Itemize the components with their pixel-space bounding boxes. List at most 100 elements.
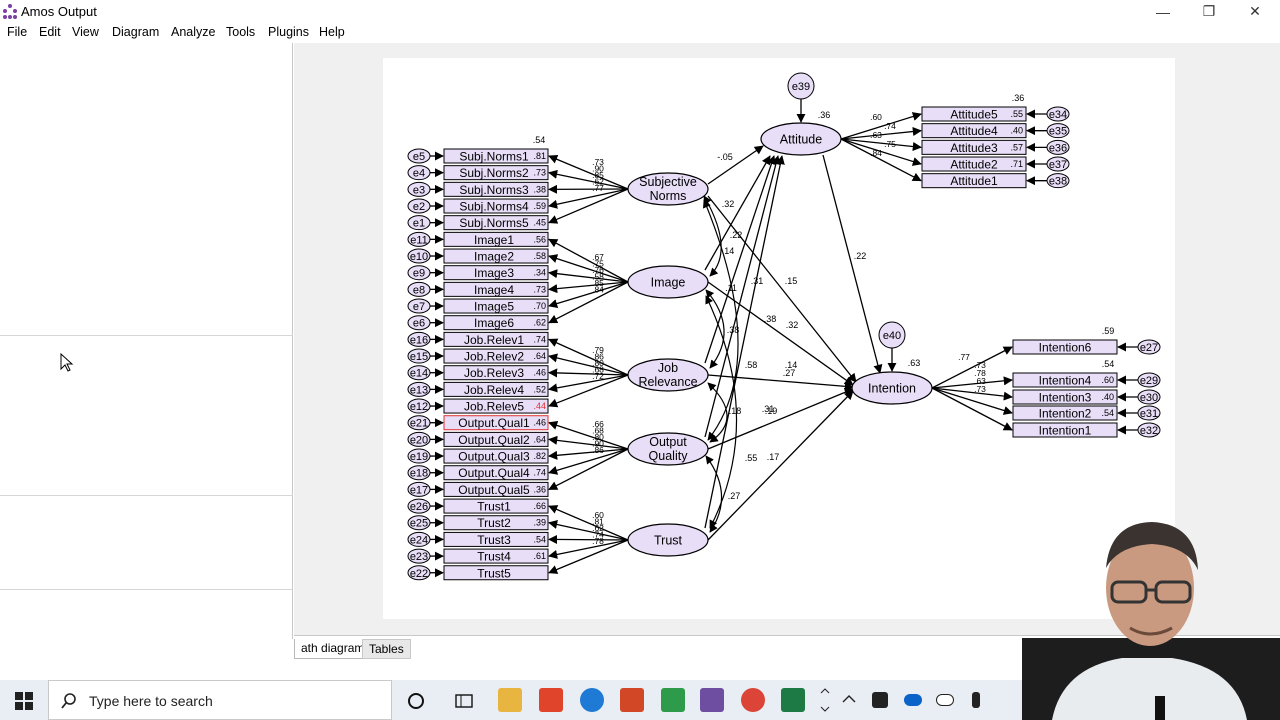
latent-image[interactable]: [627, 265, 709, 299]
intention-indicator-box[interactable]: [1012, 405, 1118, 421]
latent-trust[interactable]: [627, 523, 709, 557]
attitude-indicator-box[interactable]: [921, 173, 1027, 189]
error-term[interactable]: [1046, 156, 1070, 172]
disturbance-e39[interactable]: [787, 72, 815, 100]
indicator-box[interactable]: [443, 448, 549, 464]
intention-indicator-box[interactable]: [1012, 422, 1118, 438]
latent-oq[interactable]: [627, 432, 709, 466]
error-term[interactable]: [407, 448, 431, 464]
task-view-icon[interactable]: [454, 692, 474, 710]
close-icon[interactable]: ✕: [1249, 3, 1261, 19]
error-term[interactable]: [1137, 372, 1161, 388]
indicator-box[interactable]: [443, 148, 549, 164]
error-term[interactable]: [407, 215, 431, 231]
menu-file[interactable]: File: [7, 25, 28, 39]
indicator-box[interactable]: [443, 181, 549, 197]
menu-help[interactable]: Help: [319, 25, 345, 39]
onedrive-icon[interactable]: [904, 694, 922, 706]
error-term[interactable]: [407, 248, 431, 264]
error-term[interactable]: [407, 398, 431, 414]
file-explorer-icon[interactable]: [498, 688, 522, 712]
minimize-icon[interactable]: —: [1156, 3, 1170, 20]
taskbar-search[interactable]: Type here to search: [48, 680, 392, 720]
chevron-icon[interactable]: [819, 684, 831, 716]
indicator-box[interactable]: [443, 531, 549, 547]
indicator-box[interactable]: [443, 465, 549, 481]
latent-job[interactable]: [627, 358, 709, 392]
office-icon[interactable]: [539, 688, 563, 712]
latent-int[interactable]: [851, 371, 933, 405]
usb-icon[interactable]: [972, 692, 980, 708]
indicator-box[interactable]: [443, 231, 549, 247]
indicator-box[interactable]: [443, 381, 549, 397]
error-term[interactable]: [407, 365, 431, 381]
indicator-box[interactable]: [443, 431, 549, 447]
error-term[interactable]: [407, 281, 431, 297]
indicator-box[interactable]: [443, 331, 549, 347]
error-term[interactable]: [1046, 173, 1070, 189]
error-term[interactable]: [1046, 139, 1070, 155]
error-term[interactable]: [407, 315, 431, 331]
intention-indicator-box[interactable]: [1012, 339, 1118, 355]
green-app-icon[interactable]: [661, 688, 685, 712]
attitude-indicator-box[interactable]: [921, 139, 1027, 155]
attitude-indicator-box[interactable]: [921, 123, 1027, 139]
error-term[interactable]: [407, 148, 431, 164]
indicator-box[interactable]: [443, 515, 549, 531]
error-term[interactable]: [407, 531, 431, 547]
indicator-box[interactable]: [443, 165, 549, 181]
indicator-box[interactable]: [443, 481, 549, 497]
error-term[interactable]: [407, 348, 431, 364]
menu-view[interactable]: View: [72, 25, 99, 39]
error-term[interactable]: [407, 431, 431, 447]
error-term[interactable]: [407, 565, 431, 581]
indicator-box[interactable]: [443, 348, 549, 364]
powerpoint-icon[interactable]: [620, 688, 644, 712]
amos-icon[interactable]: [700, 688, 724, 712]
intention-indicator-box[interactable]: [1012, 372, 1118, 388]
error-term[interactable]: [407, 481, 431, 497]
tray-dropbox-icon[interactable]: [872, 692, 888, 708]
tab-path-diagram[interactable]: ath diagram: [294, 639, 372, 659]
edge-icon[interactable]: [580, 688, 604, 712]
indicator-box[interactable]: [443, 415, 549, 431]
error-term[interactable]: [1137, 389, 1161, 405]
cloud-icon[interactable]: [936, 694, 954, 706]
error-term[interactable]: [407, 415, 431, 431]
error-term[interactable]: [1046, 106, 1070, 122]
indicator-box[interactable]: [443, 215, 549, 231]
indicator-box[interactable]: [443, 565, 549, 581]
intention-indicator-box[interactable]: [1012, 389, 1118, 405]
error-term[interactable]: [407, 331, 431, 347]
disturbance-e40[interactable]: [878, 321, 906, 349]
error-term[interactable]: [1046, 123, 1070, 139]
error-term[interactable]: [407, 265, 431, 281]
cortana-icon[interactable]: [407, 692, 425, 710]
chrome-icon[interactable]: [741, 688, 765, 712]
attitude-indicator-box[interactable]: [921, 106, 1027, 122]
error-term[interactable]: [407, 548, 431, 564]
error-term[interactable]: [1137, 339, 1161, 355]
menu-edit[interactable]: Edit: [39, 25, 61, 39]
error-term[interactable]: [1137, 405, 1161, 421]
excel-icon[interactable]: [781, 688, 805, 712]
windows-start-icon[interactable]: [15, 692, 33, 710]
indicator-box[interactable]: [443, 365, 549, 381]
indicator-box[interactable]: [443, 498, 549, 514]
error-term[interactable]: [407, 515, 431, 531]
error-term[interactable]: [407, 498, 431, 514]
error-term[interactable]: [407, 165, 431, 181]
tab-tables[interactable]: Tables: [362, 639, 411, 659]
indicator-box[interactable]: [443, 248, 549, 264]
latent-att[interactable]: [760, 122, 842, 156]
attitude-indicator-box[interactable]: [921, 156, 1027, 172]
menu-plugins[interactable]: Plugins: [268, 25, 309, 39]
restore-icon[interactable]: ❐: [1202, 3, 1216, 19]
tray-up-icon[interactable]: [842, 694, 856, 704]
menu-tools[interactable]: Tools: [226, 25, 256, 39]
indicator-box[interactable]: [443, 398, 549, 414]
error-term[interactable]: [407, 198, 431, 214]
indicator-box[interactable]: [443, 198, 549, 214]
menu-diagram[interactable]: Diagram: [112, 25, 160, 39]
